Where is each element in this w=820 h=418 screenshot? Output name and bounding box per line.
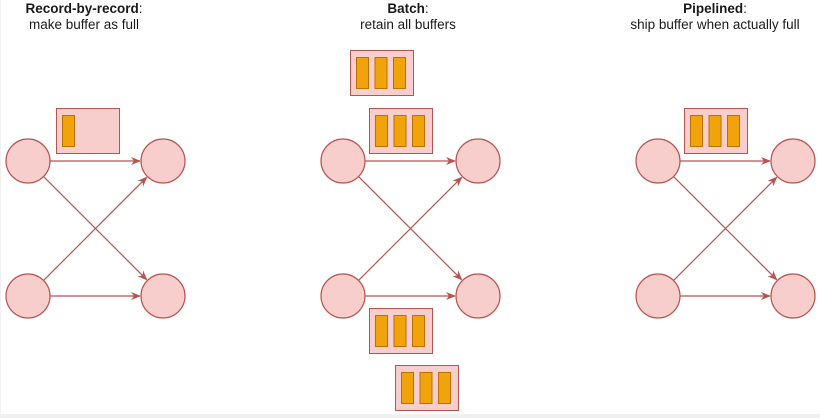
record bbox=[419, 372, 433, 404]
panel-subtitle: retain all buffers bbox=[360, 17, 456, 32]
title-colon: : bbox=[138, 1, 143, 16]
buffer bbox=[395, 365, 459, 411]
buffer bbox=[369, 308, 433, 354]
panel-subtitle: make buffer as full bbox=[28, 17, 140, 32]
record bbox=[690, 115, 703, 147]
operator-node-source-top bbox=[5, 138, 51, 184]
record bbox=[438, 372, 451, 404]
panel-title: Record-by-record bbox=[25, 1, 139, 16]
operator-node-target-top bbox=[140, 138, 186, 184]
panel-title: Batch bbox=[387, 1, 425, 16]
operator-node-source-top bbox=[320, 138, 366, 184]
buffer bbox=[56, 108, 120, 154]
operator-node-target-bottom bbox=[455, 273, 501, 319]
record bbox=[708, 115, 722, 147]
operator-node-source-top bbox=[635, 138, 681, 184]
edge-source-bottom-to-target-top bbox=[43, 176, 148, 281]
panel-caption-pipelined: Pipelined: ship buffer when actually ful… bbox=[612, 1, 818, 33]
record bbox=[412, 115, 425, 147]
operator-node-source-bottom bbox=[5, 273, 51, 319]
operator-node-target-top bbox=[455, 138, 501, 184]
record bbox=[393, 315, 407, 347]
edge-source-bottom-to-target-top bbox=[673, 176, 778, 281]
operator-node-source-bottom bbox=[635, 273, 681, 319]
panel-caption-record-by-record: Record-by-record: make buffer as full bbox=[0, 1, 168, 33]
edge-source-bottom-to-target-top bbox=[358, 176, 463, 281]
record bbox=[356, 57, 369, 89]
title-colon: : bbox=[743, 1, 747, 16]
record bbox=[374, 57, 388, 89]
title-colon: : bbox=[424, 1, 429, 16]
panel-subtitle: ship buffer when actually full bbox=[630, 17, 800, 32]
record bbox=[375, 315, 388, 347]
record bbox=[375, 115, 388, 147]
record bbox=[727, 115, 740, 147]
record bbox=[393, 115, 407, 147]
record bbox=[62, 115, 75, 147]
buffer bbox=[369, 108, 433, 154]
record bbox=[401, 372, 414, 404]
operator-node-target-top bbox=[770, 138, 816, 184]
buffer bbox=[350, 50, 414, 96]
operator-node-target-bottom bbox=[140, 273, 186, 319]
buffer bbox=[684, 108, 748, 154]
record bbox=[412, 315, 425, 347]
operator-node-target-bottom bbox=[770, 273, 816, 319]
panel-title: Pipelined bbox=[683, 1, 744, 16]
panel-caption-batch: Batch: retain all buffers bbox=[328, 1, 488, 33]
operator-node-source-bottom bbox=[320, 273, 366, 319]
record bbox=[393, 57, 406, 89]
